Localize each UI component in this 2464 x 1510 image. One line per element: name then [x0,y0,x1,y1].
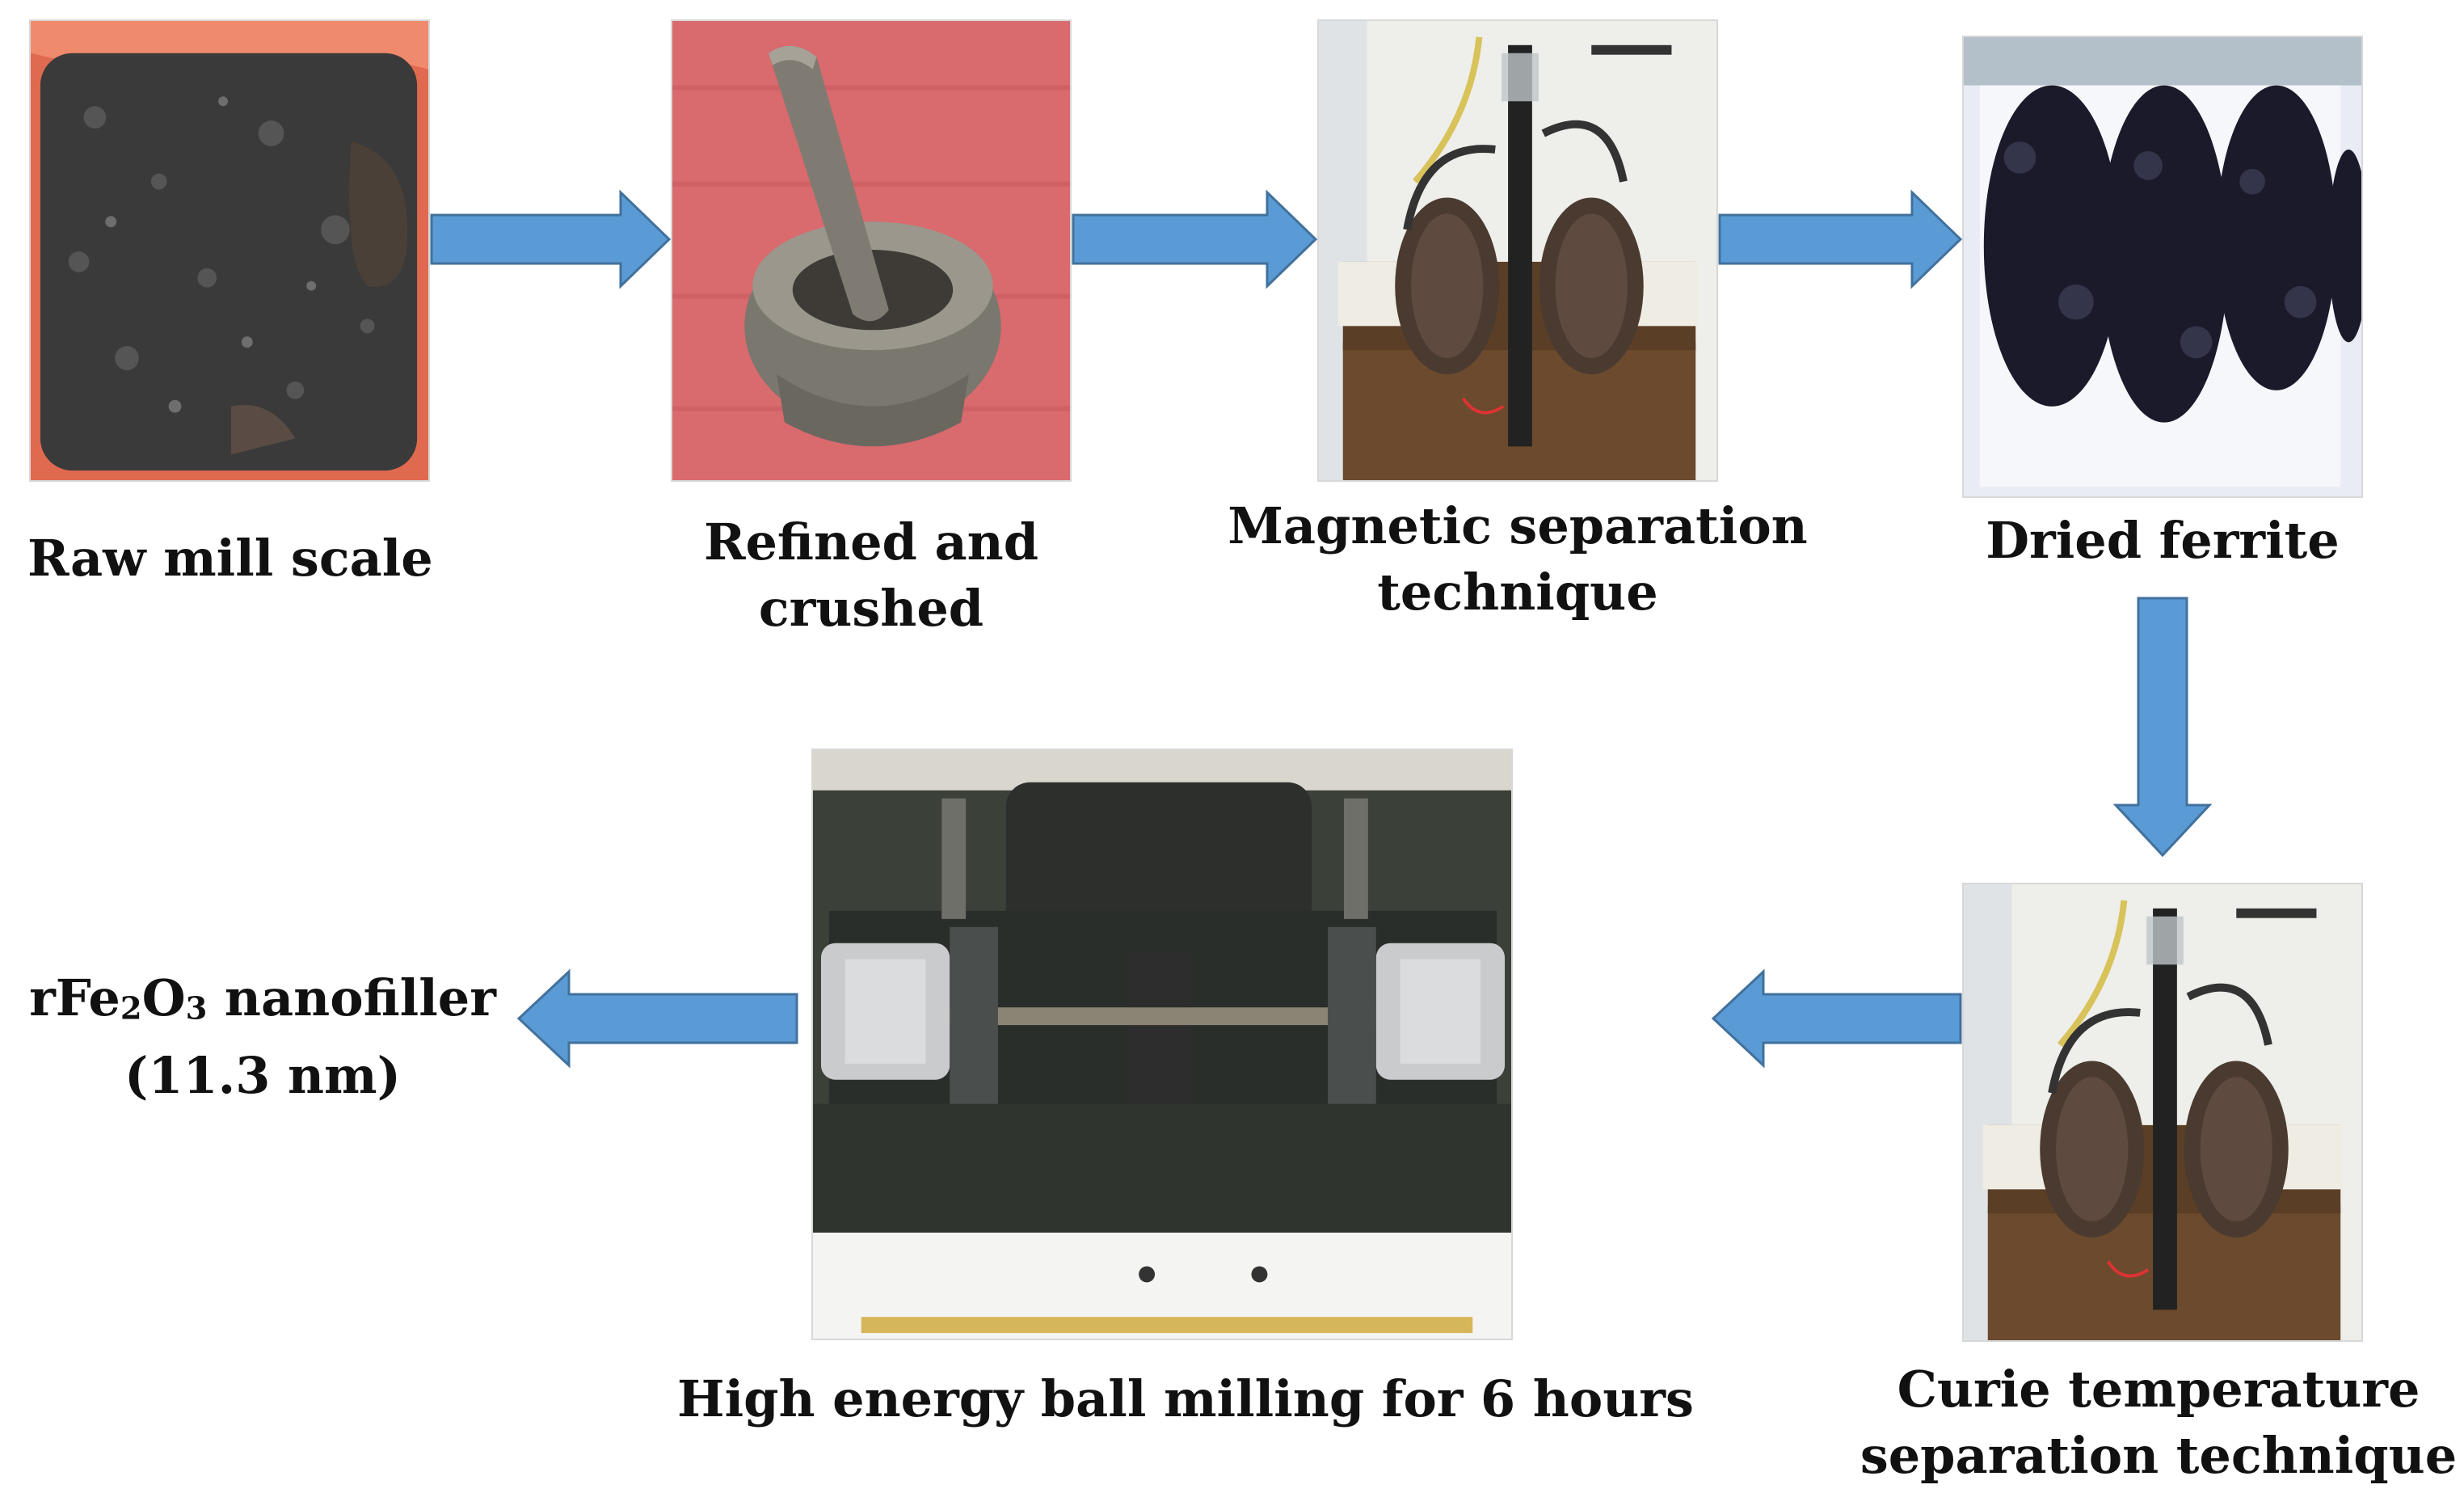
dried-ferrite-photo [1962,36,2363,498]
caption-text: Dried ferrite [1986,511,2340,570]
refined-crushed-photo [671,19,1072,482]
caption-line: Curie temperature [1897,1360,2420,1419]
raw-mill-scale-photo [29,19,430,482]
arrow-2-right [1072,189,1318,289]
caption-dried-ferrite: Dried ferrite [1920,508,2405,574]
caption-line: separation technique [1860,1426,2458,1485]
caption-text: Raw mill scale [27,529,433,588]
arrow-4-down [2112,597,2213,858]
caption-line: crushed [758,579,984,638]
caption-magnetic-separation: Magnetic separation technique [1194,493,1841,626]
caption-line: Magnetic separation [1228,496,1808,555]
caption-text: High energy ball milling for 6 hours [677,1369,1694,1428]
caption-nanofiller-output: rFe2O3 nanofiller (11.3 nm) [8,965,517,1109]
curie-separation-photo [1962,883,2363,1342]
arrow-1-right [430,189,672,289]
caption-refined-crushed: Refined and crushed [629,509,1114,642]
caption-raw-mill-scale: Raw mill scale [27,525,433,592]
arrow-5-left [1711,968,1962,1069]
magnetic-separation-photo [1317,19,1718,482]
arrow-3-right [1718,189,1963,289]
caption-curie-separation: Curie temperature separation technique [1855,1356,2462,1489]
arrow-6-left [516,968,798,1069]
caption-line: Refined and [703,512,1039,572]
ball-milling-photo [811,749,1513,1340]
nanofiller-formula: rFe2O3 nanofiller [29,968,496,1027]
caption-ball-milling: High energy ball milling for 6 hours [677,1366,1694,1432]
caption-line: technique [1377,563,1658,622]
nanofiller-size: (11.3 nm) [124,1045,401,1105]
